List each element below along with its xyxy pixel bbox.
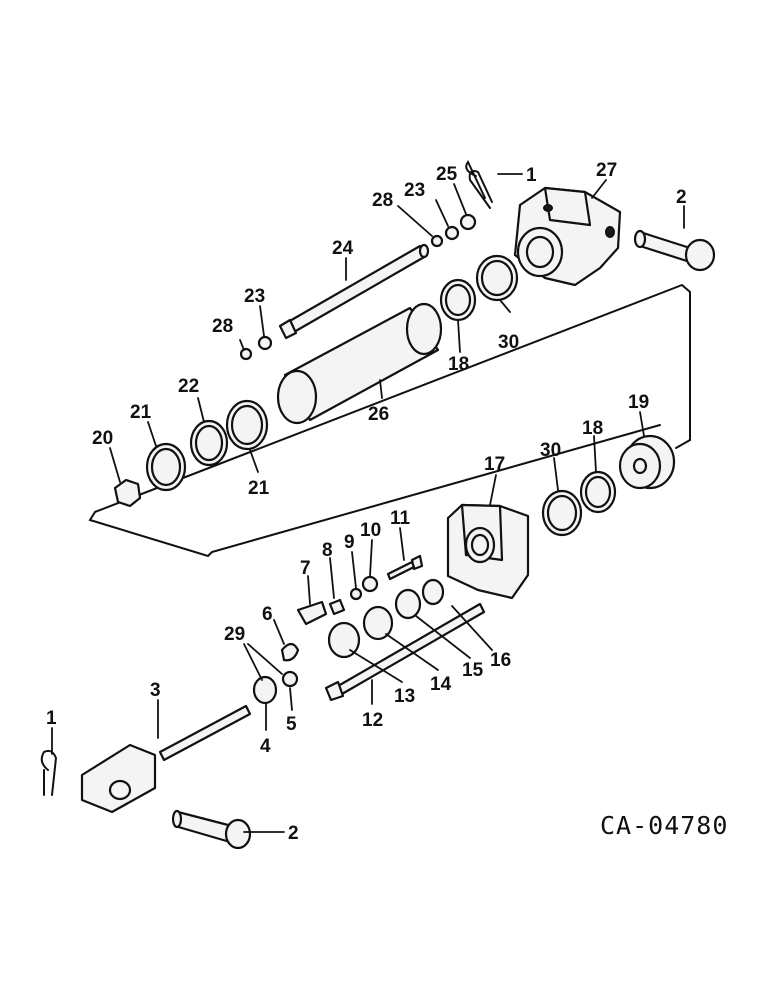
- callout-5: 5: [286, 714, 297, 735]
- callout-29: 29: [224, 624, 245, 645]
- part-21-ring-left-inner: [150, 447, 182, 487]
- leader-lines: [51, 173, 685, 833]
- part-28-oring-upper: [430, 234, 444, 248]
- part-12-long-bolt: [324, 602, 486, 702]
- part-19-piston: [618, 434, 676, 490]
- callout-21-right: 21: [248, 478, 270, 499]
- callout-18-lower: 18: [582, 418, 603, 439]
- part-9-oring: [349, 587, 363, 601]
- callout-9: 9: [344, 532, 355, 553]
- callout-27: 27: [596, 160, 617, 181]
- callout-24: 24: [332, 238, 354, 259]
- callout-14: 14: [430, 674, 452, 695]
- part-14-ring: [362, 605, 394, 641]
- part-23-washer-upper: [444, 225, 460, 241]
- part-16-oring: [421, 578, 445, 606]
- part-18-seal-ring-lower-inner: [584, 475, 612, 509]
- part-26-cylinder-tube: [276, 302, 443, 425]
- callout-8: 8: [322, 540, 333, 561]
- callout-10: 10: [360, 520, 381, 541]
- callout-23-lower: 23: [244, 286, 265, 307]
- part-21-ring-right-inner: [230, 404, 264, 446]
- callout-30-upper: 30: [498, 332, 519, 353]
- part-2-clevis-pin-lower: [171, 809, 252, 850]
- part-22-wear-ring-inner: [194, 424, 224, 462]
- part-11-bolt: [386, 554, 424, 581]
- part-28-oring-lower: [239, 347, 253, 361]
- part-17-base-end-cap: [446, 503, 530, 600]
- part-1-cotter-pin-lower: [40, 749, 58, 796]
- part-30-backup-ring-upper-inner: [480, 259, 514, 297]
- callout-6: 6: [262, 604, 273, 625]
- callout-30-lower: 30: [540, 440, 561, 461]
- callout-25: 25: [436, 164, 458, 185]
- part-25-nut: [459, 213, 477, 231]
- callout-22: 22: [178, 376, 199, 397]
- callout-2-upper: 2: [676, 187, 687, 208]
- part-13-bushing: [327, 621, 361, 659]
- callout-labels: 1 2 27 25 23 28 24 23 28 30 18 26 22 21 …: [46, 160, 687, 844]
- callout-7: 7: [300, 558, 311, 579]
- callout-28-upper: 28: [372, 190, 393, 211]
- callout-28-lower: 28: [212, 316, 233, 337]
- callout-23-upper: 23: [404, 180, 425, 201]
- part-7-plate: [296, 600, 328, 626]
- callout-4: 4: [260, 736, 271, 757]
- part-2-clevis-pin-upper: [633, 229, 716, 272]
- part-30-backup-ring-lower-inner: [546, 494, 578, 532]
- callout-17: 17: [484, 454, 505, 475]
- part-3-clevis-rod: [80, 704, 252, 814]
- part-10-washer: [361, 575, 379, 593]
- figure-code: CA-04780: [600, 811, 728, 840]
- callout-2-lower: 2: [288, 823, 299, 844]
- part-27-cylinder-head: [513, 186, 622, 287]
- callout-1-lower: 1: [46, 708, 57, 729]
- part-23-washer-lower: [257, 335, 273, 351]
- callout-15: 15: [462, 660, 484, 681]
- part-24-piston-rod: [278, 243, 430, 340]
- callout-12: 12: [362, 710, 383, 731]
- callout-20: 20: [92, 428, 113, 449]
- callout-11: 11: [390, 508, 411, 529]
- assembly-bracket-outline: [88, 284, 691, 558]
- callout-21-left: 21: [130, 402, 152, 423]
- part-15-ring: [394, 588, 422, 620]
- part-5-collar: [281, 670, 299, 688]
- callout-19: 19: [628, 392, 649, 413]
- callout-13: 13: [394, 686, 415, 707]
- callout-26: 26: [368, 404, 389, 425]
- part-8-fitting: [328, 598, 346, 616]
- callout-18-upper: 18: [448, 354, 469, 375]
- callout-1-upper: 1: [526, 165, 537, 186]
- part-20-piston-nut: [113, 478, 142, 508]
- part-6-snap-ring: [280, 642, 300, 662]
- part-1-cotter-pin-upper: [465, 160, 493, 209]
- part-18-seal-ring-upper-inner: [444, 283, 472, 317]
- callout-3: 3: [150, 680, 161, 701]
- callout-16: 16: [490, 650, 511, 671]
- part-4-retaining-ring: [252, 675, 278, 705]
